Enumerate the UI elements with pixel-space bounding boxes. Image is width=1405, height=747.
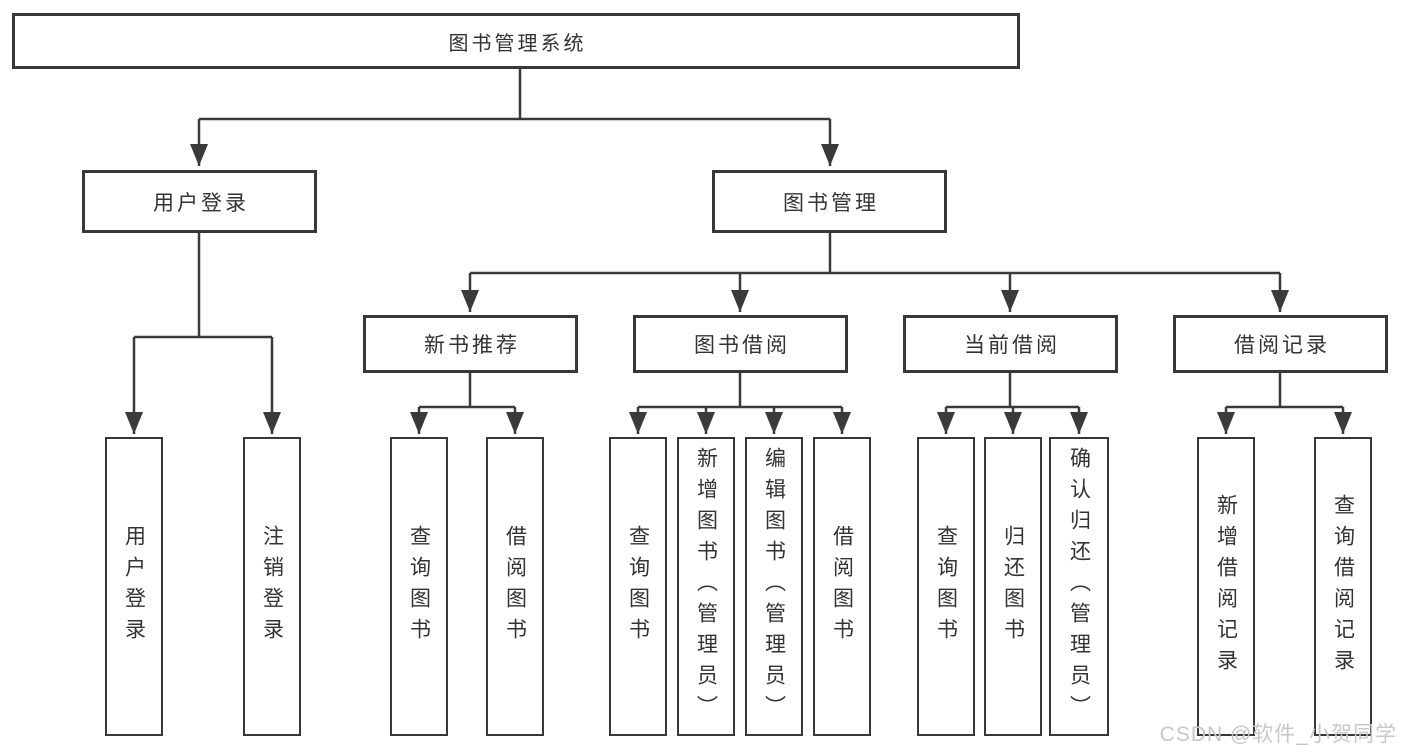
- node-borrow-records: 借阅记录: [1173, 315, 1388, 373]
- watermark: CSDN @软件_小贺同学: [1159, 723, 1397, 746]
- node-label: 当前借阅: [964, 334, 1060, 357]
- node-label: 借阅记录: [1234, 334, 1330, 357]
- node-label: 新增借阅记录: [1214, 493, 1238, 680]
- node-label: 用户登录: [153, 191, 249, 215]
- leaf-query-books-current: 查询图书: [917, 437, 975, 736]
- node-label: 编辑图书（管理员）: [762, 447, 786, 726]
- node-label: 借阅图书: [503, 524, 527, 649]
- node-label: 归还图书: [1001, 524, 1025, 649]
- node-label: 查询图书: [934, 524, 958, 649]
- leaf-add-book-admin: 新增图书（管理员）: [677, 437, 735, 736]
- node-book-management: 图书管理: [712, 170, 947, 233]
- leaf-user-login: 用户登录: [105, 437, 163, 736]
- node-root: 图书管理系统: [12, 13, 1020, 69]
- leaf-query-books-recommend: 查询图书: [390, 437, 448, 736]
- node-label: 查询图书: [407, 524, 431, 649]
- node-label: 确认归还（管理员）: [1067, 447, 1091, 726]
- node-label: 注销登录: [260, 524, 284, 649]
- node-label: 查询图书: [626, 524, 650, 649]
- connector-trunk-lines: [134, 69, 1343, 409]
- node-label: 新书推荐: [424, 334, 520, 357]
- leaf-return-book: 归还图书: [984, 437, 1042, 736]
- node-current-borrow: 当前借阅: [903, 315, 1118, 373]
- leaf-confirm-return-admin: 确认归还（管理员）: [1049, 437, 1109, 736]
- node-book-borrow: 图书借阅: [633, 315, 848, 373]
- node-label: 查询借阅记录: [1331, 493, 1355, 680]
- node-root-label: 图书管理系统: [448, 32, 587, 55]
- node-label: 图书借阅: [694, 334, 790, 357]
- leaf-query-borrow-record: 查询借阅记录: [1314, 437, 1372, 736]
- node-label: 新增图书（管理员）: [694, 447, 718, 726]
- leaf-add-borrow-record: 新增借阅记录: [1197, 437, 1255, 736]
- node-label: 借阅图书: [830, 524, 854, 649]
- node-label: 用户登录: [122, 524, 146, 649]
- node-label: 图书管理: [783, 191, 879, 215]
- leaf-logout: 注销登录: [243, 437, 301, 736]
- node-user-login: 用户登录: [82, 170, 317, 233]
- node-new-book-recommend: 新书推荐: [363, 315, 578, 373]
- leaf-query-books-borrow: 查询图书: [609, 437, 667, 736]
- leaf-borrow-books-recommend: 借阅图书: [486, 437, 544, 736]
- leaf-edit-book-admin: 编辑图书（管理员）: [745, 437, 803, 736]
- leaf-borrow-books: 借阅图书: [813, 437, 871, 736]
